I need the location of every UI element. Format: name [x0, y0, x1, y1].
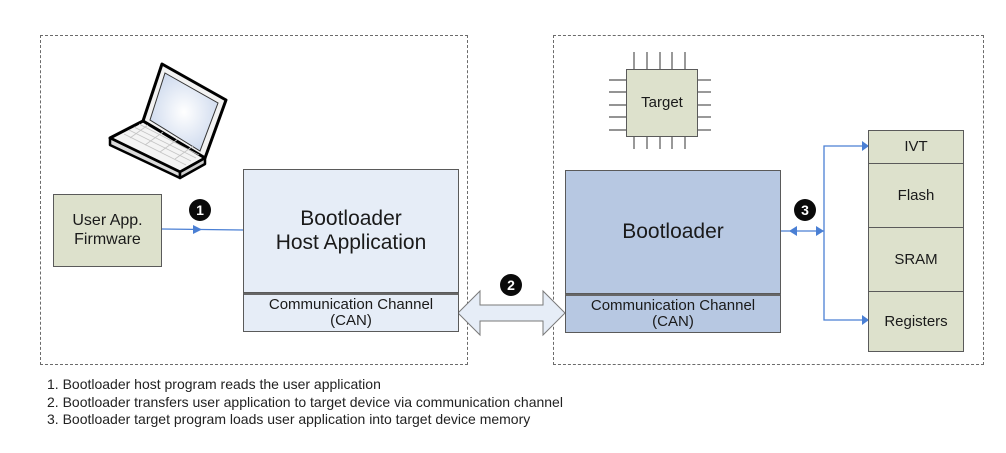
bootloader-label: Bootloader — [622, 219, 724, 243]
memory-map: IVT Flash SRAM Registers — [868, 130, 964, 352]
target-comm-line2: (CAN) — [652, 313, 694, 330]
arrow-1-line — [161, 228, 244, 231]
bootloader-target-box: Bootloader — [565, 170, 781, 294]
memory-block-sram: SRAM — [869, 228, 963, 292]
host-panel — [40, 35, 468, 365]
arrow-1-head — [193, 225, 202, 234]
target-chip: Target — [626, 69, 698, 137]
arrow-3-right-head — [816, 226, 824, 236]
laptop-icon — [108, 62, 228, 180]
step-notes: 1. Bootloader host program reads the use… — [47, 376, 947, 429]
host-app-line2: Host Application — [275, 231, 427, 254]
target-comm-line1: Communication Channel — [590, 296, 756, 314]
memory-block-flash: Flash — [869, 164, 963, 228]
host-comm-line2: (CAN) — [330, 312, 372, 329]
host-app-line1: Bootloader — [300, 206, 402, 230]
note-1: 1. Bootloader host program reads the use… — [47, 376, 381, 392]
memory-block-registers: Registers — [884, 312, 948, 330]
note-3: 3. Bootloader target program loads user … — [47, 411, 531, 427]
note-2: 2. Bootloader transfers user application… — [47, 393, 563, 410]
step-badge-1: 1 — [189, 199, 211, 221]
step-badge-2: 2 — [500, 274, 522, 296]
user-app-line1: User App. — [72, 212, 143, 230]
bus-registers-head — [862, 315, 869, 325]
user-app-firmware-box: User App. Firmware — [53, 194, 162, 267]
chip-label: Target — [641, 94, 683, 112]
user-app-line2: Firmware — [74, 230, 141, 248]
arrow-2-double-arrow — [457, 289, 566, 337]
bus-ivt-head — [862, 141, 869, 151]
bootloader-host-application-box: Bootloader Host Application — [243, 169, 459, 293]
target-panel — [553, 35, 984, 365]
host-comm-line1: Communication Channel — [268, 295, 434, 313]
chip-pins — [609, 52, 711, 149]
host-communication-channel-box: Communication Channel (CAN) — [243, 293, 459, 332]
memory-bus — [823, 145, 866, 321]
arrow-3-left-head — [789, 226, 797, 236]
target-communication-channel-box: Communication Channel (CAN) — [565, 294, 781, 333]
step-badge-3: 3 — [794, 199, 816, 221]
memory-block-ivt: IVT — [869, 131, 963, 164]
